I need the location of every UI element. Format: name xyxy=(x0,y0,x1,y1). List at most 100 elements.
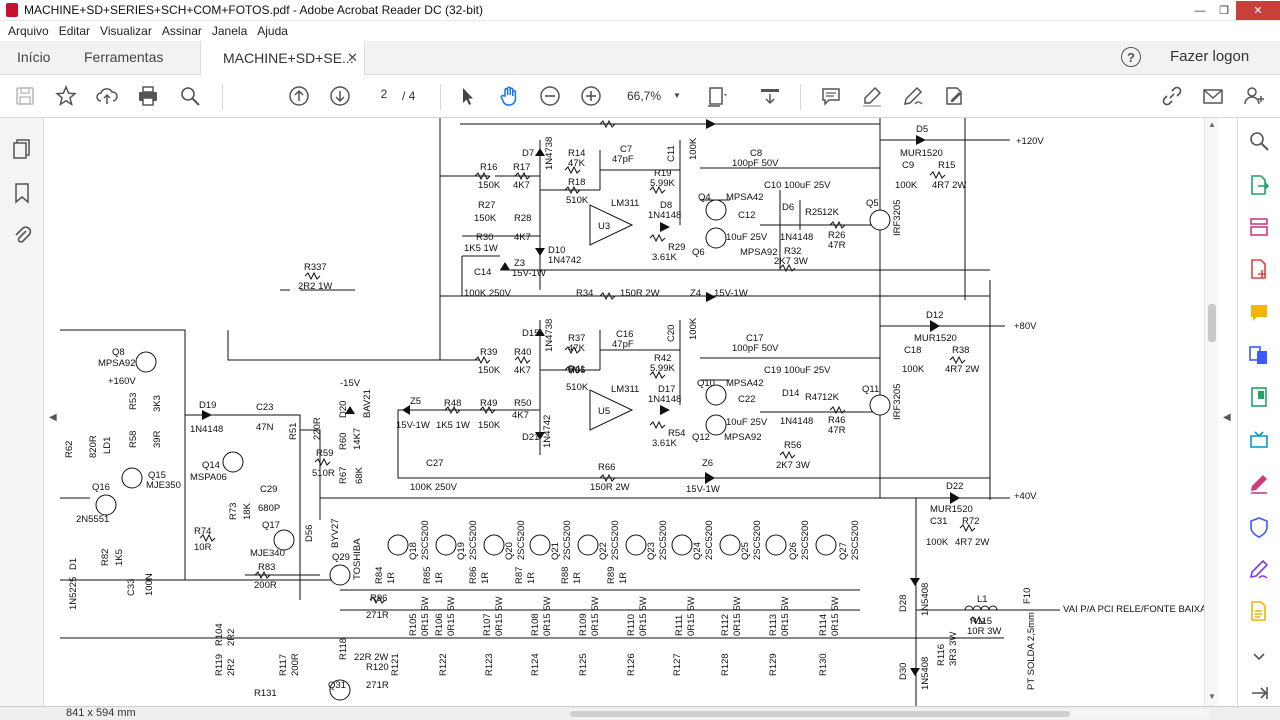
svg-text:R96: R96 xyxy=(370,593,387,604)
zoom-search-icon[interactable] xyxy=(179,85,201,107)
help-icon[interactable]: ? xyxy=(1121,47,1141,67)
protect-shield-icon[interactable] xyxy=(1248,516,1270,538)
request-signature-icon[interactable] xyxy=(1248,558,1270,580)
vertical-scroll-thumb[interactable] xyxy=(1208,304,1216,342)
compress-pdf-icon[interactable] xyxy=(1248,386,1270,408)
page-number-input[interactable]: 2 xyxy=(380,87,388,101)
attachments-icon[interactable] xyxy=(12,224,32,246)
svg-text:0R15 5W: 0R15 5W xyxy=(830,596,841,636)
svg-text:1K5: 1K5 xyxy=(114,549,125,566)
create-pdf-icon[interactable] xyxy=(1248,258,1270,280)
horizontal-scrollbar[interactable] xyxy=(570,709,1210,719)
page-fit-icon[interactable] xyxy=(706,85,728,107)
document-view[interactable]: +120V +80V +40V -15V +160V VAI P/A PCI R… xyxy=(60,118,1204,706)
menu-janela[interactable]: Janela xyxy=(211,24,248,38)
svg-text:R107: R107 xyxy=(482,613,493,636)
svg-text:2SC5200: 2SC5200 xyxy=(420,520,431,560)
scroll-up-icon[interactable]: ▲ xyxy=(1208,120,1216,129)
bookmarks-icon[interactable] xyxy=(12,182,32,204)
hand-tool-icon[interactable] xyxy=(498,85,520,107)
tab-document[interactable]: MACHINE+SD+SE... ✕ xyxy=(200,41,365,75)
minimize-button[interactable]: — xyxy=(1194,4,1206,17)
horizontal-scroll-thumb[interactable] xyxy=(570,711,1070,717)
svg-text:D17: D17 xyxy=(658,384,675,395)
expand-right-panel-icon[interactable]: ◀ xyxy=(1223,412,1231,423)
save-icon[interactable] xyxy=(14,85,36,107)
svg-text:4K7: 4K7 xyxy=(513,180,530,191)
tab-close-icon[interactable]: ✕ xyxy=(347,50,358,65)
svg-text:D5: D5 xyxy=(916,124,928,135)
organize-pages-icon[interactable] xyxy=(1248,216,1270,238)
zoom-level[interactable]: 66,7% xyxy=(627,89,662,103)
comment-tool-icon[interactable] xyxy=(1248,302,1270,324)
menu-visualizar[interactable]: Visualizar xyxy=(100,24,152,38)
share-link-icon[interactable] xyxy=(1161,85,1183,107)
previous-page-icon[interactable] xyxy=(288,85,310,107)
menu-ajuda[interactable]: Ajuda xyxy=(257,24,288,38)
sign-in-link[interactable]: Fazer logon xyxy=(1170,48,1250,65)
svg-text:D10: D10 xyxy=(548,245,565,256)
svg-text:2R2: 2R2 xyxy=(226,659,237,676)
svg-text:U3: U3 xyxy=(598,221,610,232)
more-tools-chevron-icon[interactable] xyxy=(1248,646,1270,668)
svg-text:D20: D20 xyxy=(338,401,349,418)
menu-assinar[interactable]: Assinar xyxy=(161,24,202,38)
fill-sign-icon[interactable] xyxy=(943,85,965,107)
svg-text:820R: 820R xyxy=(88,435,99,458)
tab-tools[interactable]: Ferramentas xyxy=(84,49,164,65)
svg-text:Z3: Z3 xyxy=(514,258,525,269)
fill-and-sign-icon[interactable] xyxy=(1248,472,1270,494)
scan-ocr-icon[interactable] xyxy=(1248,600,1270,622)
collapse-left-panel-icon[interactable]: ◀ xyxy=(49,412,57,423)
svg-text:R124: R124 xyxy=(530,653,541,676)
scroll-down-icon[interactable]: ▼ xyxy=(1208,692,1216,701)
svg-text:R27: R27 xyxy=(478,200,495,211)
print-icon[interactable] xyxy=(137,85,159,107)
draw-pen-icon[interactable] xyxy=(902,85,924,107)
email-icon[interactable] xyxy=(1202,85,1224,107)
combine-files-icon[interactable] xyxy=(1248,344,1270,366)
svg-text:R72: R72 xyxy=(962,516,979,527)
chevron-down-icon[interactable]: ▼ xyxy=(673,91,681,100)
comment-icon[interactable] xyxy=(820,85,842,107)
svg-text:2K7 3W: 2K7 3W xyxy=(776,460,810,471)
zoom-out-icon[interactable] xyxy=(539,85,561,107)
add-user-icon[interactable] xyxy=(1243,85,1265,107)
svg-text:Q4: Q4 xyxy=(698,192,711,203)
zoom-search-icon[interactable] xyxy=(1248,130,1270,152)
page-thumbnails-icon[interactable] xyxy=(12,138,32,160)
svg-text:3.61K: 3.61K xyxy=(652,438,677,449)
svg-text:BYV27: BYV27 xyxy=(330,518,341,548)
bookmark-star-icon[interactable] xyxy=(55,85,77,107)
svg-text:100K: 100K xyxy=(902,364,925,375)
tab-home[interactable]: Início xyxy=(17,49,51,65)
select-cursor-icon[interactable] xyxy=(457,85,479,107)
svg-text:C11: C11 xyxy=(666,145,677,162)
close-window-button[interactable]: ✕ xyxy=(1236,1,1280,20)
zoom-in-icon[interactable] xyxy=(580,85,602,107)
svg-text:Q5: Q5 xyxy=(866,198,879,209)
maximize-button[interactable]: ❐ xyxy=(1219,5,1229,17)
vertical-scrollbar[interactable]: ▲ ▼ xyxy=(1204,118,1218,706)
svg-text:R85: R85 xyxy=(422,567,433,584)
svg-text:0R15 5W: 0R15 5W xyxy=(420,596,431,636)
svg-text:D21: D21 xyxy=(522,432,539,443)
svg-text:0R15 5W: 0R15 5W xyxy=(732,596,743,636)
cloud-upload-icon[interactable] xyxy=(96,85,118,107)
menu-editar[interactable]: Editar xyxy=(58,24,91,38)
page-dimensions: 841 x 594 mm xyxy=(66,707,136,719)
export-pdf-icon[interactable] xyxy=(1248,174,1270,196)
next-page-icon[interactable] xyxy=(329,85,351,107)
svg-text:R37: R37 xyxy=(568,333,585,344)
highlight-pen-icon[interactable] xyxy=(861,85,883,107)
expand-arrow-icon[interactable] xyxy=(1248,682,1270,704)
svg-text:1N4738: 1N4738 xyxy=(544,319,555,352)
toolbar-separator xyxy=(222,84,223,110)
scroll-mode-icon[interactable] xyxy=(759,85,781,107)
svg-text:4K7: 4K7 xyxy=(514,232,531,243)
svg-text:R122: R122 xyxy=(438,653,449,676)
svg-text:R114: R114 xyxy=(818,614,829,636)
send-for-review-icon[interactable] xyxy=(1248,428,1270,450)
menu-arquivo[interactable]: Arquivo xyxy=(8,24,49,38)
svg-text:IRF3205: IRF3205 xyxy=(892,200,903,236)
